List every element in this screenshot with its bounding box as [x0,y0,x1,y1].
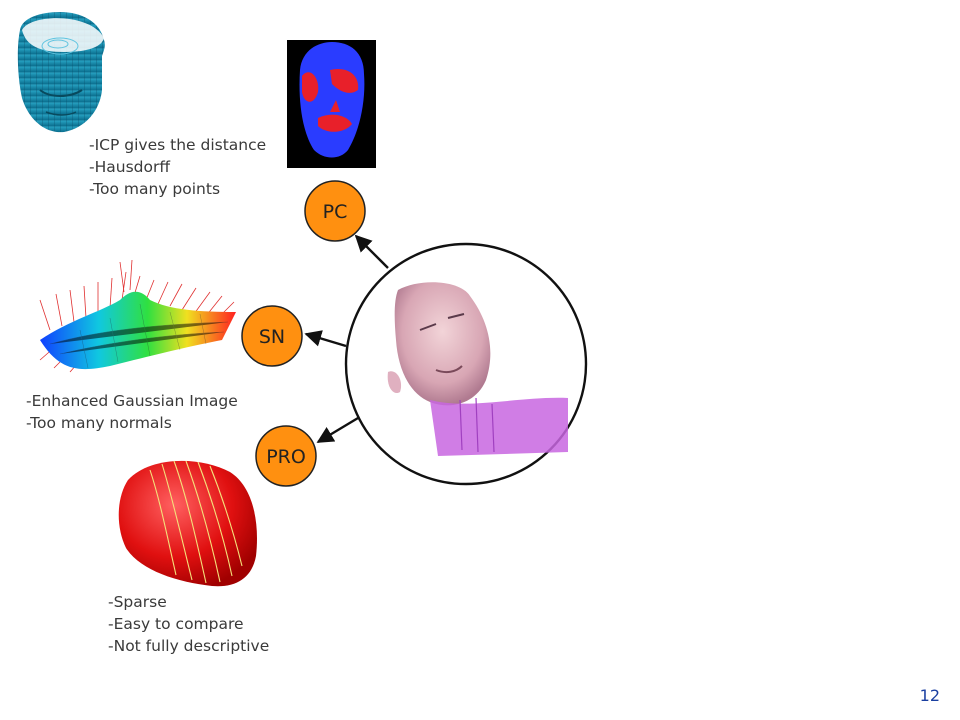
sn-note-item: -Too many normals [26,414,172,432]
pc-note-item: -ICP gives the distance [89,136,267,154]
arrow-to-sn [304,330,347,348]
node-pro-circle [255,425,317,487]
node-pro: PRO [255,425,317,487]
pro-note-item: -Sparse [108,593,167,611]
arrow-to-pro [316,416,359,444]
node-pro-label: PRO [266,446,306,468]
page-number: 12 [919,686,940,705]
node-sn-circle [241,305,303,367]
pro-note-item: -Not fully descriptive [108,637,270,655]
mesh-face-image [17,12,105,133]
arrow-to-pc [354,234,389,269]
node-pc: PC [304,180,366,242]
sn-note-item: -Enhanced Gaussian Image [26,392,238,410]
sn-notes: -Enhanced Gaussian Image -Too many norma… [26,390,238,434]
node-sn: SN [241,305,303,367]
scanned-face-image [344,242,588,486]
node-pc-circle [304,180,366,242]
point-cloud-face-image [287,40,376,168]
pc-note-item: -Hausdorff [89,158,171,176]
pro-notes: -Sparse -Easy to compare -Not fully desc… [108,591,269,657]
node-sn-label: SN [259,326,285,348]
profile-face-image [118,460,257,587]
pro-note-item: -Easy to compare [108,615,244,633]
pc-notes: -ICP gives the distance -Hausdorff -Too … [89,134,266,200]
pc-note-item: -Too many points [89,180,221,198]
node-pc-label: PC [323,201,348,223]
surface-normals-image [39,259,236,373]
